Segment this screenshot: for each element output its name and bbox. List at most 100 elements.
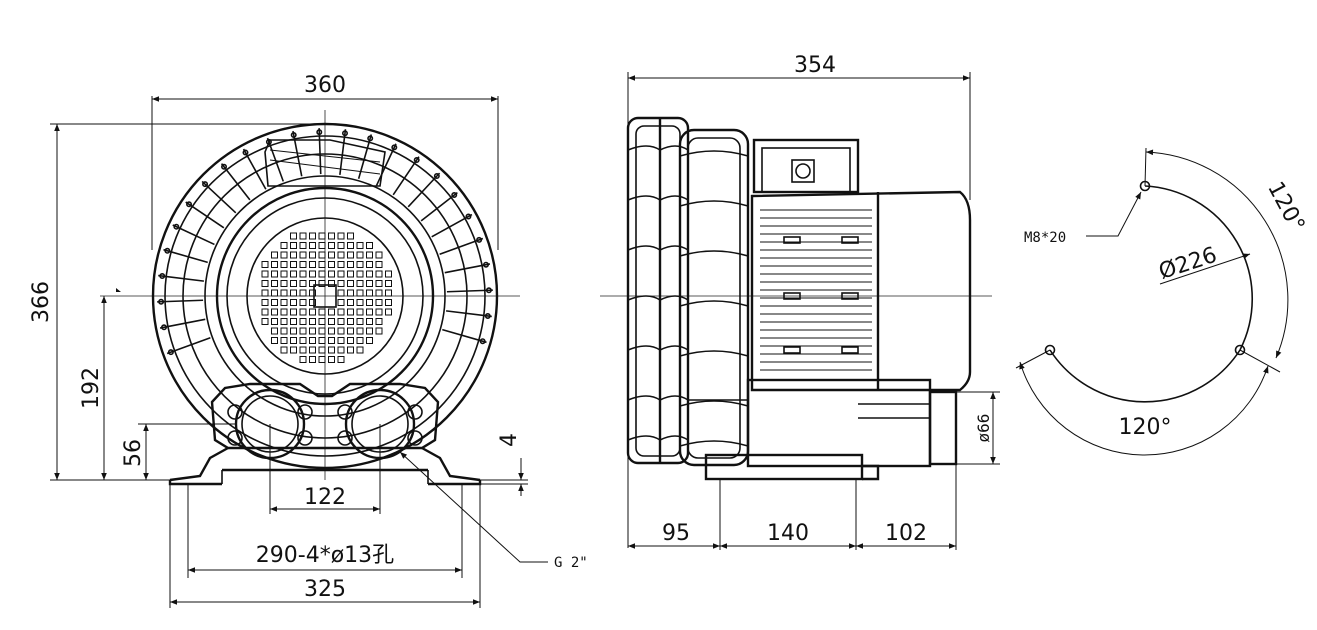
grille-cell [356, 327, 364, 335]
grille-cell [366, 289, 373, 297]
mounting-foot-right [421, 446, 482, 486]
rib-rivet [242, 149, 249, 156]
dim-seg-middle: 140 [767, 521, 809, 546]
rib-rivet [159, 273, 166, 280]
dim-width-top: 360 [304, 73, 346, 98]
grille-cell [328, 356, 335, 363]
grille-cell [318, 318, 326, 325]
rib [159, 318, 206, 329]
grille-cell [375, 289, 383, 297]
grille-cell [347, 308, 354, 316]
grille-cell [299, 337, 307, 344]
dim-seg-rear: 102 [885, 521, 927, 546]
grille-cell [347, 346, 354, 354]
grille-cell [385, 280, 392, 287]
grille-cell [375, 261, 383, 268]
grille-cell [290, 318, 297, 325]
rib-rivet [221, 163, 228, 170]
grille-cell [375, 327, 383, 335]
grille-cell [280, 308, 288, 316]
front-view: 360 366 192 56 4 122 290-4*ø13孔 [29, 73, 588, 608]
fin-clip [841, 236, 859, 244]
rib-rivet [202, 181, 209, 188]
rib-rivet [158, 298, 165, 305]
grille-cell [271, 299, 278, 306]
grille-cell [299, 327, 307, 335]
grille-cell [375, 280, 383, 287]
rib [431, 213, 473, 238]
terminal-box [752, 138, 860, 194]
dim-port-diameter: ø66 [974, 414, 993, 443]
grille-cell [299, 299, 307, 306]
rib-rivet [173, 223, 180, 230]
grille-cell [347, 318, 354, 325]
grille-cell [356, 289, 364, 297]
grille-cell [309, 280, 316, 287]
grille-cell [318, 280, 326, 287]
dim-length-total: 354 [794, 53, 836, 78]
grille-cell [328, 327, 335, 335]
grille-cell [337, 299, 345, 306]
grille-cell [366, 299, 373, 306]
grille-cell [280, 242, 288, 249]
rib [446, 289, 493, 293]
grille-cell [261, 280, 269, 287]
grille-cell [375, 318, 383, 325]
cage-bar [627, 245, 689, 251]
dim-base-width: 325 [304, 577, 346, 602]
grille-cell [366, 270, 373, 278]
grille-cell [299, 308, 307, 316]
grille-cell [328, 251, 335, 259]
grille-cell [261, 318, 269, 325]
grille-cell [309, 232, 316, 240]
grille-cell [356, 346, 364, 354]
dim-port-height: 56 [121, 439, 146, 467]
motor-body [750, 190, 972, 392]
rib-rivet [484, 312, 491, 319]
grille-cell [299, 261, 307, 268]
grille-cell [366, 280, 373, 287]
grille-cell [356, 280, 364, 287]
flange-view: M8*20 Ø226 120° 120° [1015, 147, 1309, 456]
rib-rivet [161, 324, 168, 331]
grille-cell [366, 337, 373, 344]
grille-cell [385, 270, 392, 278]
grille-cell [375, 270, 383, 278]
top-terminal-box [264, 139, 386, 187]
thread-label: G 2" [554, 555, 588, 571]
grille-cell [347, 280, 354, 287]
rib-rivet [167, 349, 174, 356]
grille-cell [290, 270, 297, 278]
grille-cell [356, 318, 364, 325]
grille-cell [385, 308, 392, 316]
grille-cell [337, 270, 345, 278]
port-block [746, 378, 932, 468]
cage-bar [627, 145, 689, 151]
grille-cell [337, 261, 345, 268]
housing-ribs [157, 128, 493, 356]
grille-cell [299, 270, 307, 278]
rib-rivet [482, 261, 489, 268]
grille-cell [356, 261, 364, 268]
rib [339, 129, 347, 176]
grille-cell [347, 337, 354, 344]
grille-cell [318, 346, 326, 354]
grille-cell [299, 289, 307, 297]
grille-cell [261, 299, 269, 306]
grille-cell [309, 242, 316, 249]
cage-bar [679, 200, 749, 207]
grille-cell [280, 299, 288, 306]
bolt-size-label: M8*20 [1024, 230, 1066, 246]
grille-cell [337, 346, 345, 354]
rib [266, 137, 285, 182]
rib [185, 201, 225, 229]
grille-cell [309, 251, 316, 259]
grille-cell [261, 270, 269, 278]
grille-cell [356, 251, 364, 259]
grille-cell [271, 318, 278, 325]
bolt-hole [1044, 344, 1056, 356]
grille-cell [290, 346, 297, 354]
grille-cell [309, 356, 316, 363]
grille-cell [318, 327, 326, 335]
